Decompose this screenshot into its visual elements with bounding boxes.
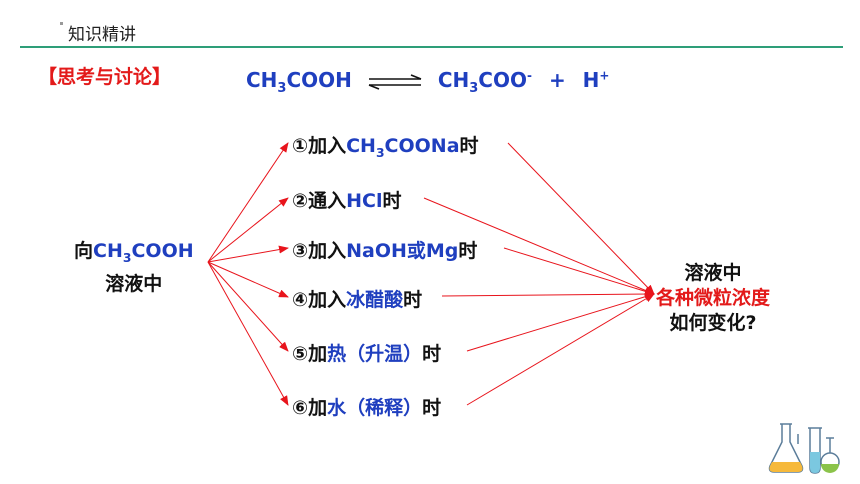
condition-6: ⑥加水（稀释）时 — [292, 397, 442, 419]
eq-reactant: CH3COOH — [246, 68, 352, 96]
arrow-cond-1-to-right — [507, 142, 655, 295]
lab-glassware-icon — [768, 423, 840, 474]
arrow-left-to-cond-2 — [207, 197, 289, 263]
arrow-cond-3-to-right — [503, 247, 655, 296]
left-label-line2: 溶液中 — [105, 272, 163, 295]
header-marker — [60, 22, 63, 25]
ionization-equation: CH3COOH CH3COO- + H+ — [246, 68, 609, 96]
header-divider — [20, 46, 843, 48]
equilibrium-arrow-icon — [368, 73, 422, 90]
arrow-cond-6-to-right — [466, 293, 655, 406]
right-label: 溶液中 各种微粒浓度 如何变化? — [656, 261, 770, 336]
page-title: 知识精讲 — [68, 25, 136, 45]
arrow-cond-4-to-right — [441, 290, 655, 299]
condition-1: ①加入CH3COONa时 — [292, 135, 479, 160]
left-label: 向CH3COOH 溶液中 — [74, 238, 194, 297]
arrow-cond-2-to-right — [423, 197, 655, 295]
arrow-left-to-cond-5 — [207, 261, 289, 352]
eq-product-acetate: CH3COO- — [437, 68, 532, 96]
eq-product-hydrogen: H+ — [582, 68, 610, 92]
condition-3: ③加入NaOH或Mg时 — [292, 240, 478, 262]
discussion-label: 【思考与讨论】 — [38, 66, 172, 88]
right-label-line2: 各种微粒浓度 — [656, 287, 771, 309]
left-label-line1: 向CH3COOH — [74, 240, 194, 265]
right-label-line1: 溶液中 — [684, 262, 742, 284]
arrow-left-to-cond-1 — [207, 142, 289, 263]
condition-2: ②通入HCl时 — [292, 190, 402, 212]
right-label-line3: 如何变化? — [669, 312, 757, 334]
condition-4: ④加入冰醋酸时 — [292, 289, 423, 311]
arrow-left-to-cond-3 — [207, 245, 289, 263]
condition-5: ⑤加热（升温）时 — [292, 343, 442, 365]
arrow-left-to-cond-4 — [207, 261, 289, 298]
arrow-cond-5-to-right — [466, 292, 655, 352]
arrow-left-to-cond-6 — [207, 261, 289, 406]
eq-plus: + — [548, 68, 566, 92]
